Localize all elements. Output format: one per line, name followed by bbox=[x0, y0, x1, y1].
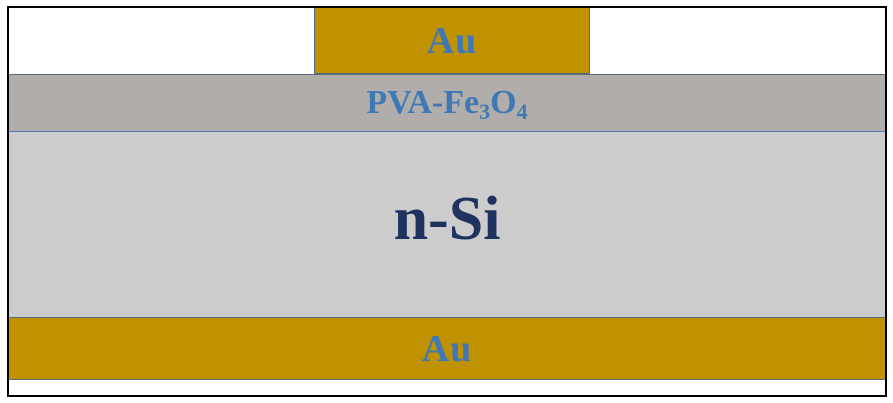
pva-label-main: PVA-Fe bbox=[366, 84, 480, 121]
top-au-label: Au bbox=[426, 19, 478, 62]
top-au-contact: Au bbox=[314, 8, 590, 74]
pva-label-o: O bbox=[490, 84, 517, 121]
device-diagram: Au PVA-Fe3O4 n-Si Au bbox=[7, 6, 887, 397]
pva-subscript-4: 4 bbox=[516, 99, 528, 124]
pva-fe3o4-label: PVA-Fe3O4 bbox=[366, 84, 528, 124]
n-si-substrate: n-Si bbox=[9, 132, 885, 317]
pva-fe3o4-layer: PVA-Fe3O4 bbox=[9, 74, 885, 132]
bottom-au-label: Au bbox=[421, 327, 473, 370]
n-si-label: n-Si bbox=[393, 185, 501, 253]
pva-subscript-3: 3 bbox=[479, 99, 491, 124]
bottom-au-contact: Au bbox=[9, 317, 885, 380]
